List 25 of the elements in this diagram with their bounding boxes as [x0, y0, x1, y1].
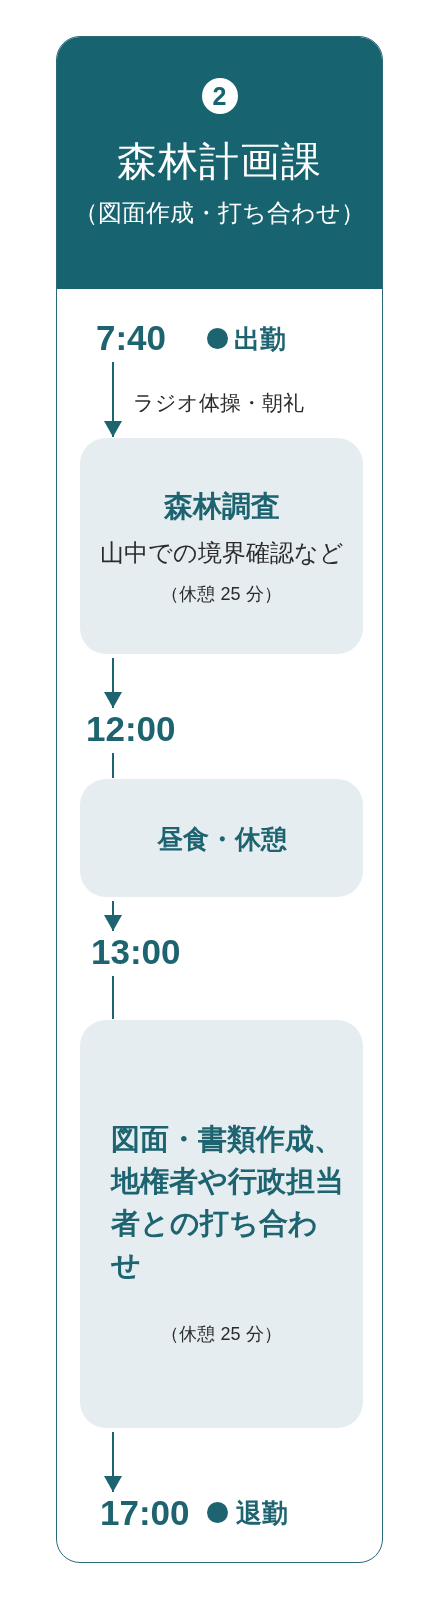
- activity-box: [80, 438, 363, 654]
- activity-title: 昼食・休憩: [156, 823, 287, 856]
- connector-line: [112, 975, 114, 1020]
- time-label: 17:00: [100, 1493, 190, 1533]
- arrow: [104, 900, 122, 932]
- activity-description: 山中での境界確認など: [99, 538, 344, 568]
- time-label: 12:00: [86, 709, 176, 749]
- event-label: 出勤: [234, 323, 286, 355]
- department-title: 森林計画課: [117, 138, 322, 185]
- time-label: 13:00: [91, 932, 181, 972]
- activity-box: [80, 1020, 363, 1428]
- connector-line: [112, 752, 114, 779]
- arrow: [104, 1431, 122, 1493]
- activity-box: [80, 779, 363, 897]
- arrow: [104, 361, 122, 438]
- step-number: 2: [201, 78, 238, 114]
- activity-title: 森林調査: [163, 489, 280, 524]
- break-note: （休憩 25 分）: [161, 1323, 282, 1346]
- activity-title: 図面・書類作成、地権者や行政担当者との打ち合わせ: [111, 1122, 345, 1283]
- break-note: （休憩 25 分）: [161, 583, 282, 606]
- event-label: 退勤: [236, 1497, 288, 1529]
- arrow: [104, 657, 122, 709]
- schedule-card: [56, 36, 383, 1563]
- time-label: 7:40: [96, 318, 167, 358]
- department-subtitle: （図面作成・打ち合わせ）: [74, 198, 365, 228]
